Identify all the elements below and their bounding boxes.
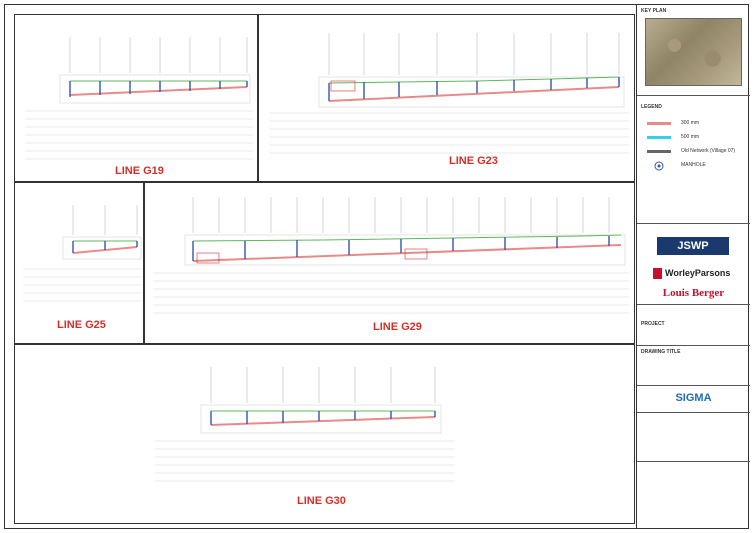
legend-item-label: MANHOLE: [681, 162, 706, 168]
panel-title: LINE G23: [449, 155, 498, 167]
drawing-sheet: [4, 4, 749, 529]
title-block: KEY PLAN LEGEND 300 mm 500 mm Old Networ…: [636, 4, 750, 529]
panel-title: LINE G25: [57, 319, 106, 331]
profile-drawing-g29: [153, 197, 629, 314]
drawing-title-label: DRAWING TITLE: [641, 349, 681, 355]
louis-berger-logo: Louis Berger: [662, 287, 725, 299]
legend-swatch-old: [647, 150, 671, 153]
legend-item-label: Old Network (Village 07): [681, 148, 736, 154]
panel-title: LINE G19: [115, 165, 164, 177]
profile-panel-g19: LINE G19: [14, 14, 258, 182]
legend-swatch-300: [647, 122, 671, 125]
legend-section: LEGEND 300 mm 500 mm Old Network (Villag…: [637, 96, 750, 224]
panel-title: LINE G30: [297, 495, 346, 507]
drawing-title-section: DRAWING TITLE: [637, 346, 750, 386]
legend-item-label: 300 mm: [681, 120, 700, 126]
profile-drawing-g19: [25, 37, 253, 160]
worleyparsons-mark-icon: [653, 268, 662, 280]
legend-swatch-500: [647, 136, 671, 139]
profile-panel-g23: LINE G23: [258, 14, 635, 182]
profile-panel-g25: LINE G25: [14, 182, 144, 344]
profile-drawing-g25: [23, 205, 142, 302]
key-plan-map: [645, 18, 742, 86]
approval-section: [637, 462, 750, 529]
manhole-icon: [654, 161, 664, 171]
profile-drawing-g23: [269, 33, 629, 154]
key-plan-section: KEY PLAN: [637, 4, 750, 96]
project-section: PROJECT: [637, 304, 750, 346]
legend-item-label: 500 mm: [681, 134, 700, 140]
worleyparsons-name: WorleyParsons: [665, 268, 731, 278]
sigma-logo: SIGMA: [675, 392, 712, 404]
profile-drawing-g30: [155, 367, 455, 482]
jswp-logo: JSWP: [657, 237, 729, 255]
profile-panel-g29: LINE G29: [144, 182, 635, 344]
panel-title: LINE G29: [373, 321, 422, 333]
project-label: PROJECT: [641, 321, 665, 327]
worleyparsons-logo: WorleyParsons: [653, 266, 735, 280]
legend-label: LEGEND: [641, 104, 662, 110]
key-plan-label: KEY PLAN: [641, 8, 667, 14]
profile-panel-g30: LINE G30: [14, 344, 635, 524]
contractor-section: [637, 412, 750, 462]
